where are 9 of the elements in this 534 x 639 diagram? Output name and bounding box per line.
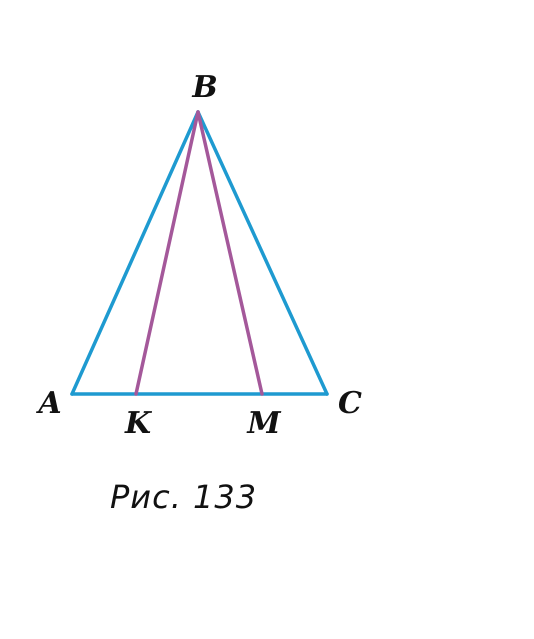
line-segment xyxy=(70,392,329,396)
point-label: B xyxy=(192,73,218,103)
figure-caption: Рис. 133 xyxy=(110,478,258,516)
point-label: M xyxy=(247,409,281,439)
point-label: K xyxy=(124,409,152,439)
line-segment xyxy=(134,110,200,396)
line-segment xyxy=(196,110,264,396)
point-label: C xyxy=(338,389,362,419)
point-label: A xyxy=(38,389,62,419)
